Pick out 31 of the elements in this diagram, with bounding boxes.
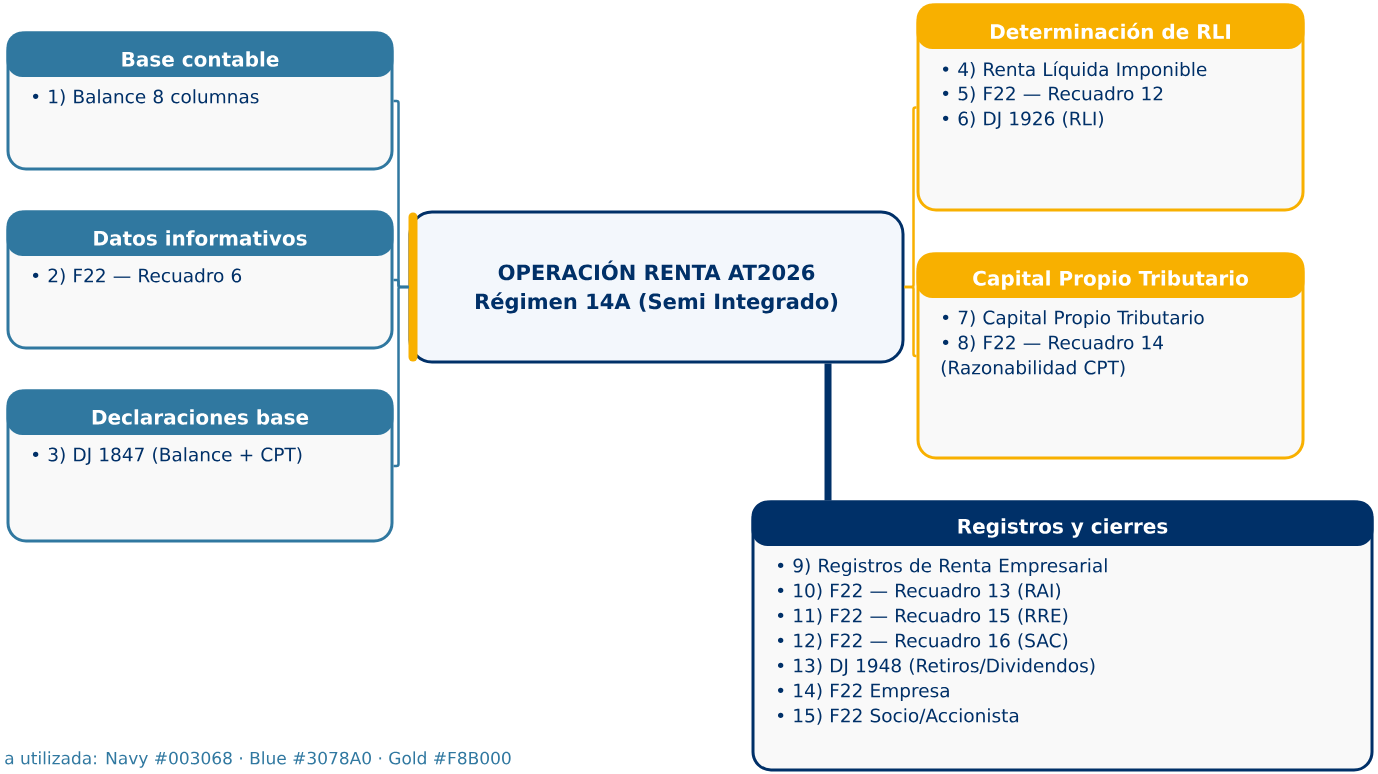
title-box: OPERACIÓN RENTA AT2026 Régimen 14A (Semi Integrado) bbox=[408, 210, 905, 364]
card bbox=[6, 31, 394, 171]
card bbox=[916, 3, 1305, 212]
list-item: • 12) F22 — Recuadro 16 (SAC) bbox=[778, 633, 1068, 650]
card bbox=[916, 252, 1305, 460]
card-header: Declaraciones base bbox=[6, 389, 394, 435]
list-item: • 8) F22 — Recuadro 14 (Razonabilidad CPT) bbox=[941, 335, 1163, 377]
connector bbox=[904, 285, 917, 358]
list-item: • 4) Renta Líquida Imponible bbox=[943, 61, 1207, 80]
list-item: • 2) F22 — Recuadro 6 bbox=[33, 268, 242, 285]
list-item: • 1) Balance 8 columnas bbox=[33, 89, 259, 106]
list-item: • 9) Registros de Renta Empresarial bbox=[778, 558, 1107, 577]
list-item: • 3) DJ 1847 (Balance + CPT) bbox=[33, 447, 302, 465]
card bbox=[6, 389, 394, 543]
card-header: Datos informativos bbox=[6, 210, 394, 256]
list-item: • 5) F22 — Recuadro 12 bbox=[943, 86, 1163, 103]
list-item: • 14) F22 Empresa bbox=[778, 683, 949, 702]
footer-note: a utilizada: Navy #003068 · Blue #3078A0 · Gold #F8B000 bbox=[5, 751, 511, 768]
card bbox=[6, 210, 394, 350]
connector bbox=[393, 285, 409, 468]
card bbox=[751, 500, 1374, 772]
list-item: • 10) F22 — Recuadro 13 (RAI) bbox=[778, 583, 1061, 600]
list-item: • 11) F22 — Recuadro 15 (RRE) bbox=[778, 608, 1068, 625]
list-item: • 7) Capital Propio Tributario bbox=[943, 310, 1204, 329]
card-header: Determinación de RLI bbox=[916, 3, 1305, 49]
list-item: • 6) DJ 1926 (RLI) bbox=[943, 111, 1103, 129]
list-item: • 13) DJ 1948 (Retiros/Dividendos) bbox=[778, 658, 1095, 676]
card-header: Base contable bbox=[6, 31, 394, 77]
card-header: Registros y cierres bbox=[751, 500, 1374, 546]
list-item: • 15) F22 Socio/Accionista bbox=[778, 708, 1019, 725]
card-header: Capital Propio Tributario bbox=[916, 252, 1305, 298]
